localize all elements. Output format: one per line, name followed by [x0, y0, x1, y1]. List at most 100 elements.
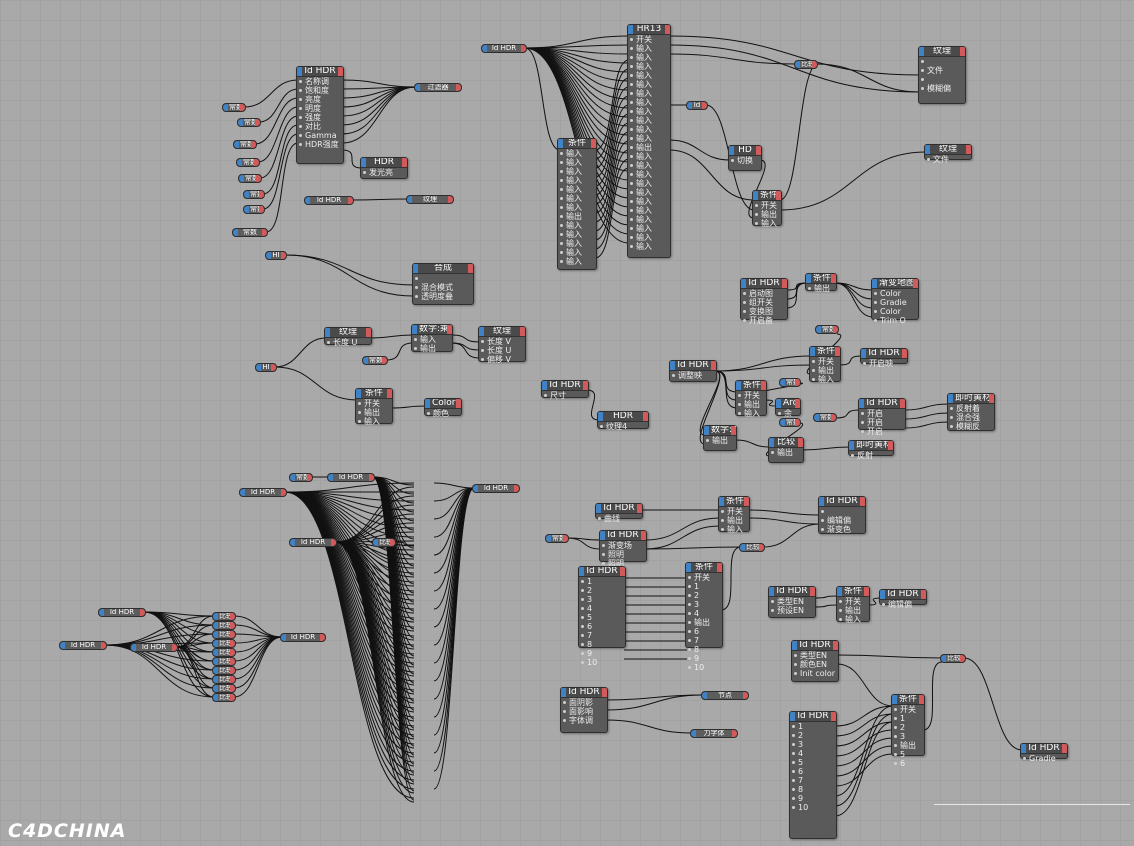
node-port-label[interactable]: HDR强度: [297, 140, 343, 149]
node-port-label[interactable]: 8: [790, 785, 836, 794]
node-port-label[interactable]: 开关: [356, 399, 392, 408]
node-port-label[interactable]: 输出: [356, 408, 392, 417]
node-port-label[interactable]: 输出: [558, 212, 596, 221]
node-port-label[interactable]: 面阴影: [561, 698, 607, 707]
node-port-label[interactable]: 2: [579, 586, 625, 595]
collapsed-node[interactable]: 常数: [779, 378, 801, 387]
node-port-label[interactable]: Init color: [792, 669, 838, 678]
node-port-label[interactable]: 调整映: [670, 371, 716, 380]
node-port-label[interactable]: 8: [686, 645, 722, 654]
node-port-label[interactable]: 输入: [558, 203, 596, 212]
collapsed-node[interactable]: HI: [255, 363, 277, 372]
collapsed-node[interactable]: 常数: [243, 205, 265, 214]
node-port-label[interactable]: 开启备: [741, 316, 787, 325]
node-port-label[interactable]: 输入: [628, 53, 670, 62]
node-port-label[interactable]: 3: [892, 732, 924, 741]
node-port-label[interactable]: 名称调: [297, 77, 343, 86]
collapsed-node[interactable]: 比较: [794, 60, 818, 69]
node-port-label[interactable]: 6: [579, 622, 625, 631]
node-port-label[interactable]: 6: [686, 627, 722, 636]
node-port-label[interactable]: 1: [892, 714, 924, 723]
collapsed-node[interactable]: 常数: [237, 118, 261, 127]
node-port-label[interactable]: 开启: [859, 418, 905, 427]
collapsed-node[interactable]: 比较: [212, 648, 236, 657]
node-port-label[interactable]: 8: [579, 640, 625, 649]
node-port-label[interactable]: [413, 274, 473, 283]
node-port-label[interactable]: 输入: [356, 417, 392, 426]
node-port-label[interactable]: 颜色: [425, 409, 461, 418]
node-port-label[interactable]: 输入: [628, 170, 670, 179]
node-port-label[interactable]: 渐变场: [600, 541, 646, 550]
node-port-label[interactable]: 7: [686, 636, 722, 645]
node-port-label[interactable]: 反射: [849, 451, 893, 460]
collapsed-node[interactable]: 比较: [212, 693, 236, 702]
graph-node[interactable]: 比较输出: [768, 437, 804, 463]
node-port-label[interactable]: 混合强: [948, 413, 994, 422]
collapsed-node[interactable]: 常数: [362, 356, 388, 365]
collapsed-node[interactable]: 节点: [701, 691, 749, 700]
node-port-label[interactable]: 6: [892, 759, 924, 768]
node-port-label[interactable]: 饱和度: [297, 86, 343, 95]
node-port-label[interactable]: 开关: [753, 201, 781, 210]
collapsed-node[interactable]: Id HDR: [304, 196, 354, 205]
node-port-label[interactable]: 输入: [628, 197, 670, 206]
collapsed-node[interactable]: 比较: [372, 538, 396, 547]
node-port-label[interactable]: 2: [790, 731, 836, 740]
node-port-label[interactable]: 5: [790, 758, 836, 767]
node-port-label[interactable]: 输出: [628, 143, 670, 152]
node-port-label[interactable]: 输入: [628, 89, 670, 98]
node-port-label[interactable]: 4: [686, 609, 722, 618]
collapsed-node[interactable]: 比较: [940, 654, 966, 663]
node-port-label[interactable]: 输入: [558, 167, 596, 176]
graph-node[interactable]: 条件开关输出输入: [355, 388, 393, 426]
node-port-label[interactable]: 输入: [558, 185, 596, 194]
node-port-label[interactable]: 1: [579, 577, 625, 586]
graph-node[interactable]: 条件开关输出输入: [752, 190, 782, 228]
node-port-label[interactable]: 9: [790, 794, 836, 803]
node-port-label[interactable]: 输出: [892, 741, 924, 750]
node-port-label[interactable]: 亮度: [297, 95, 343, 104]
collapsed-node[interactable]: Id HDR: [98, 608, 146, 617]
node-port-label[interactable]: 对比: [297, 122, 343, 131]
node-port-label[interactable]: 开关: [719, 507, 749, 516]
collapsed-node[interactable]: HI: [265, 251, 287, 260]
node-port-label[interactable]: [819, 507, 865, 516]
node-port-label[interactable]: 输出: [806, 284, 836, 293]
node-port-label[interactable]: 开关: [837, 597, 869, 606]
collapsed-node[interactable]: Id HDR: [481, 44, 527, 53]
node-port-label[interactable]: 模糊偏: [919, 84, 965, 93]
graph-node[interactable]: 条件开关输出输入: [836, 586, 870, 624]
graph-node[interactable]: 条件开关输出输入: [718, 496, 750, 534]
graph-node[interactable]: 即时黄材反射: [848, 440, 894, 460]
node-port-label[interactable]: 颜色EN: [792, 660, 838, 669]
node-port-label[interactable]: 输入: [628, 134, 670, 143]
node-port-label[interactable]: 余: [776, 409, 800, 418]
collapsed-node[interactable]: 常数: [232, 228, 268, 237]
graph-node[interactable]: 条件开关输出输入: [809, 346, 841, 384]
graph-node[interactable]: 条件输入输入输入输入输入输入输入输出输入输入输入输入输入: [557, 138, 597, 270]
collapsed-node[interactable]: 常数: [813, 413, 837, 422]
node-port-label[interactable]: 发光亮: [361, 168, 407, 177]
node-port-label[interactable]: 类型EN: [769, 597, 815, 606]
node-port-label[interactable]: 面影响: [561, 707, 607, 716]
collapsed-node[interactable]: Id HDR: [280, 633, 326, 642]
node-port-label[interactable]: 输出: [769, 448, 803, 457]
node-port-label[interactable]: Gamma: [297, 131, 343, 140]
node-port-label[interactable]: 输入: [628, 125, 670, 134]
collapsed-node[interactable]: Id HDR: [289, 538, 337, 547]
collapsed-node[interactable]: 比较: [212, 639, 236, 648]
graph-node[interactable]: 即时黄材反射着混合强模糊反: [947, 393, 995, 431]
node-port-label[interactable]: 4: [579, 604, 625, 613]
node-port-label[interactable]: 输出: [753, 210, 781, 219]
node-port-label[interactable]: 3: [790, 740, 836, 749]
collapsed-node[interactable]: 比较: [212, 621, 236, 630]
collapsed-node[interactable]: 常数: [545, 534, 569, 543]
